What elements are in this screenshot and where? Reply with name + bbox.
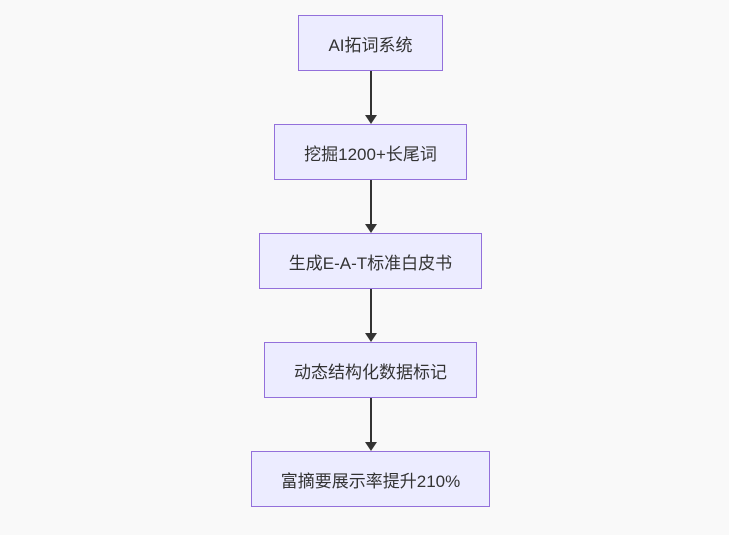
flowchart-node-eat-whitepaper: 生成E-A-T标准白皮书	[258, 233, 483, 289]
flow-arrow-4	[364, 398, 377, 451]
arrow-line	[369, 398, 372, 442]
flow-arrow-2	[364, 180, 377, 233]
arrow-line	[369, 289, 372, 333]
flowchart: AI拓词系统 挖掘1200+长尾词 生成E-A-T标准白皮书 动态结构化数据标记…	[6, 0, 729, 535]
flow-arrow-3	[364, 289, 377, 342]
flowchart-node-rich-snippet-rate: 富摘要展示率提升210%	[250, 451, 491, 507]
arrow-line	[369, 180, 372, 224]
flow-arrow-1	[364, 71, 377, 124]
arrowhead-down-icon	[364, 442, 377, 451]
flowchart-node-longtail-keywords: 挖掘1200+长尾词	[274, 124, 467, 180]
arrowhead-down-icon	[364, 115, 377, 124]
arrowhead-down-icon	[364, 333, 377, 342]
flowchart-node-ai-word-expansion-system: AI拓词系统	[298, 15, 443, 71]
arrowhead-down-icon	[364, 224, 377, 233]
flowchart-node-structured-data-markup: 动态结构化数据标记	[264, 342, 477, 398]
arrow-line	[369, 71, 372, 115]
